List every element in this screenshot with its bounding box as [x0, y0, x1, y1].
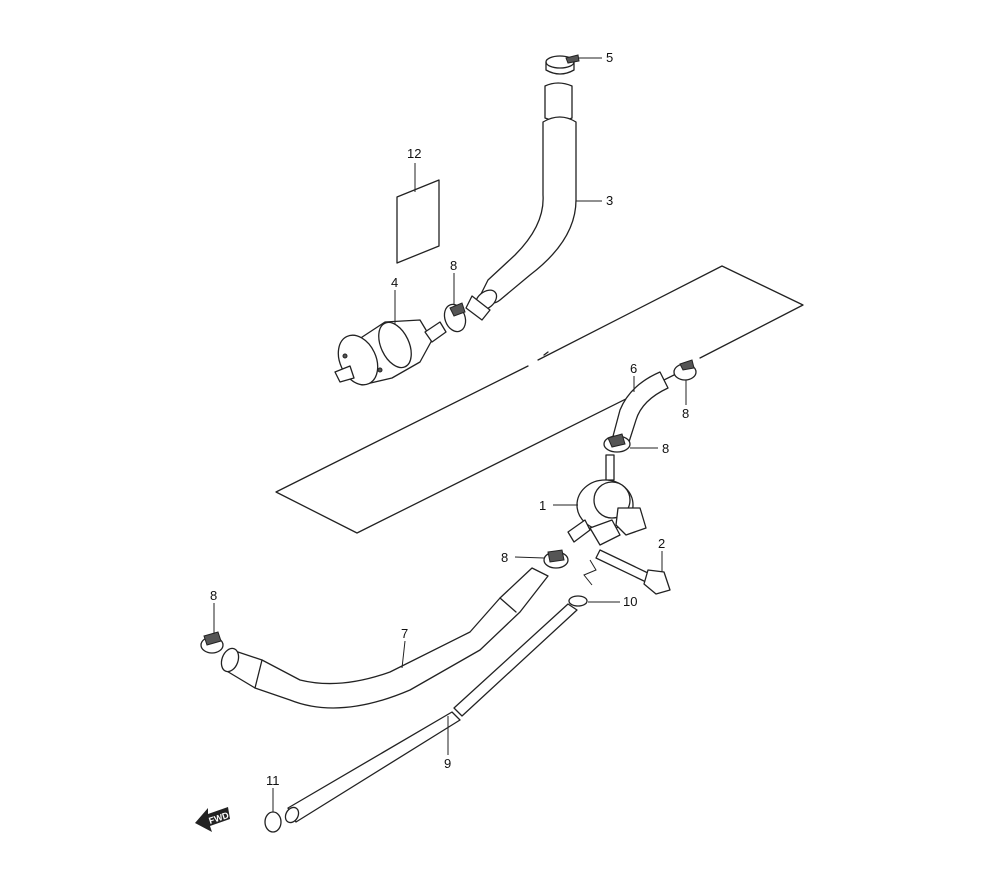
callout-part-9: 9	[444, 756, 451, 771]
callout-part-6: 6	[630, 361, 637, 376]
callout-part-8-a: 8	[450, 258, 457, 273]
part-10-washer	[568, 595, 588, 607]
callout-part-8-e: 8	[210, 588, 217, 603]
callout-part-11: 11	[266, 773, 280, 788]
callout-part-4: 4	[391, 275, 398, 290]
part-8-clamp-d	[543, 549, 569, 569]
part-8-clamp-b	[673, 359, 697, 381]
callout-part-5: 5	[606, 50, 613, 65]
part-11-clip	[264, 811, 282, 833]
part-8-clamp-c	[603, 433, 631, 453]
callout-part-12: 12	[407, 146, 421, 161]
part-7-fuel-hose	[220, 567, 549, 709]
leader-lines	[213, 57, 687, 812]
part-9-drain-hose	[284, 603, 578, 824]
part-4-fuel-filter	[334, 319, 447, 386]
callout-part-1: 1	[539, 498, 546, 513]
part-6-fuel-hose	[611, 371, 669, 446]
part-1-fuel-cock-valve	[567, 454, 647, 546]
callout-part-2: 2	[658, 536, 665, 551]
subassembly-frame	[275, 265, 804, 534]
part-12-label-sheet	[396, 179, 440, 264]
callout-part-10: 10	[623, 594, 637, 609]
callout-part-8-b: 8	[682, 406, 689, 421]
fwd-label: FWD	[208, 810, 231, 826]
part-2-bolt	[595, 549, 671, 595]
part-8-clamp-a	[443, 302, 467, 333]
part-8-clamp-e	[200, 631, 224, 654]
callout-part-8-c: 8	[662, 441, 669, 456]
part-5-hose-clamp	[545, 54, 580, 75]
part-3-fuel-hose	[465, 82, 577, 321]
callout-part-8-d: 8	[501, 550, 508, 565]
callout-part-7: 7	[401, 626, 408, 641]
callout-part-3: 3	[606, 193, 613, 208]
forward-direction-arrow: FWD	[195, 807, 231, 832]
